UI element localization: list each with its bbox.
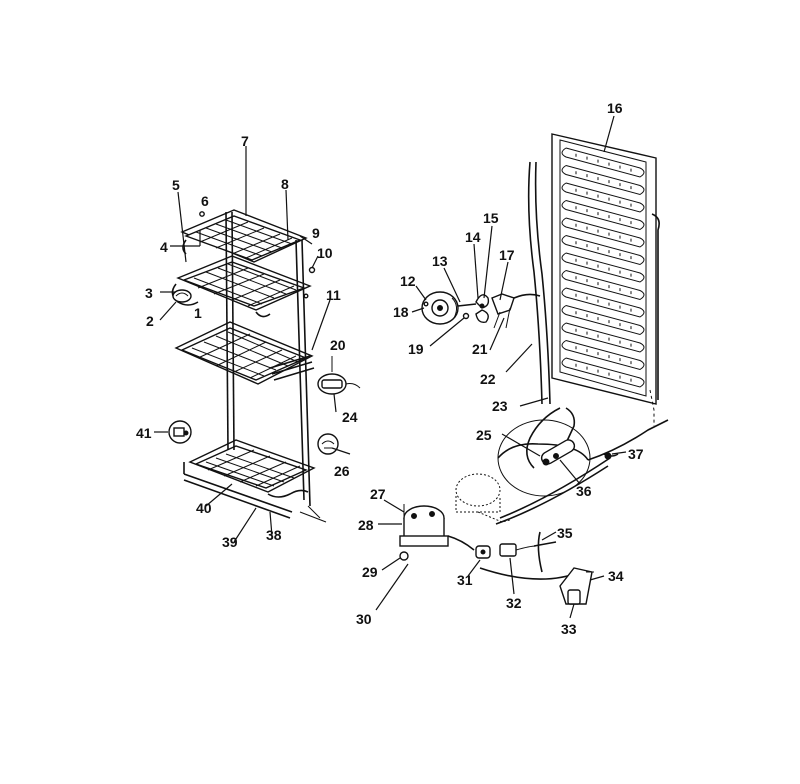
callout-29: 29 — [362, 564, 378, 580]
callout-22: 22 — [480, 371, 496, 387]
callout-38: 38 — [266, 527, 282, 543]
callout-1: 1 — [194, 305, 202, 321]
evaporator-shelf-bottom — [188, 439, 316, 498]
limit-switch-icon — [168, 420, 192, 444]
evaporator-shelf-third — [174, 321, 315, 385]
evaporator-shelf-assembly — [168, 209, 361, 523]
callout-2: 2 — [146, 313, 154, 329]
compressor-icon — [399, 504, 449, 547]
start-relay-icon — [475, 545, 491, 559]
callout-18: 18 — [393, 304, 409, 320]
callout-15: 15 — [483, 210, 499, 226]
fan-blade-icon — [475, 294, 490, 324]
callout-39: 39 — [222, 534, 238, 550]
condenser-fan-icon — [559, 567, 594, 605]
callout-19: 19 — [408, 341, 424, 357]
callout-20: 20 — [330, 337, 346, 353]
overload-protector-icon — [499, 543, 537, 557]
callout-26: 26 — [334, 463, 350, 479]
tube-clip-icon — [172, 289, 192, 303]
screw-icon — [199, 211, 205, 217]
callout-14: 14 — [465, 229, 481, 245]
callout-24: 24 — [342, 409, 358, 425]
callout-12: 12 — [400, 273, 416, 289]
defrost-terminal-icon — [317, 356, 361, 395]
callout-21: 21 — [472, 341, 488, 357]
callout-33: 33 — [561, 621, 577, 637]
callout-8: 8 — [281, 176, 289, 192]
screw-icon — [308, 266, 316, 274]
fan-motor-assembly — [421, 291, 541, 329]
callout-10: 10 — [317, 245, 333, 261]
callout-16: 16 — [607, 100, 623, 116]
filter-dryer-icon — [540, 439, 576, 466]
callout-5: 5 — [172, 177, 180, 193]
callout-25: 25 — [476, 427, 492, 443]
drain-tube-icon — [603, 452, 619, 460]
callout-labels: 1 2 3 4 5 6 7 8 9 10 11 14 13 12 15 17 1… — [136, 100, 644, 637]
callout-32: 32 — [506, 595, 522, 611]
callout-7: 7 — [241, 133, 249, 149]
callout-41: 41 — [136, 425, 152, 441]
callout-3: 3 — [145, 285, 153, 301]
leader-lines — [154, 115, 627, 619]
callout-36: 36 — [576, 483, 592, 499]
compressor-assembly — [399, 407, 669, 605]
callout-17: 17 — [499, 247, 515, 263]
callout-30: 30 — [356, 611, 372, 627]
fan-bracket-icon — [491, 293, 541, 329]
callout-35: 35 — [557, 525, 573, 541]
callout-37: 37 — [628, 446, 644, 462]
callout-23: 23 — [492, 398, 508, 414]
callout-31: 31 — [457, 572, 473, 588]
callout-4: 4 — [160, 239, 168, 255]
callout-6: 6 — [201, 193, 209, 209]
mounting-grommet-icon — [399, 551, 409, 561]
callout-11: 11 — [326, 287, 341, 303]
callout-40: 40 — [196, 500, 212, 516]
condenser-coil — [527, 133, 660, 426]
fan-motor-icon — [421, 291, 459, 325]
screw-icon — [303, 293, 309, 299]
callout-27: 27 — [370, 486, 386, 502]
callout-13: 13 — [432, 253, 448, 269]
callout-34: 34 — [608, 568, 624, 584]
callout-9: 9 — [312, 225, 320, 241]
defrost-thermostat-icon — [317, 433, 339, 455]
callout-28: 28 — [358, 517, 374, 533]
compressor-outline-icon — [455, 473, 511, 523]
